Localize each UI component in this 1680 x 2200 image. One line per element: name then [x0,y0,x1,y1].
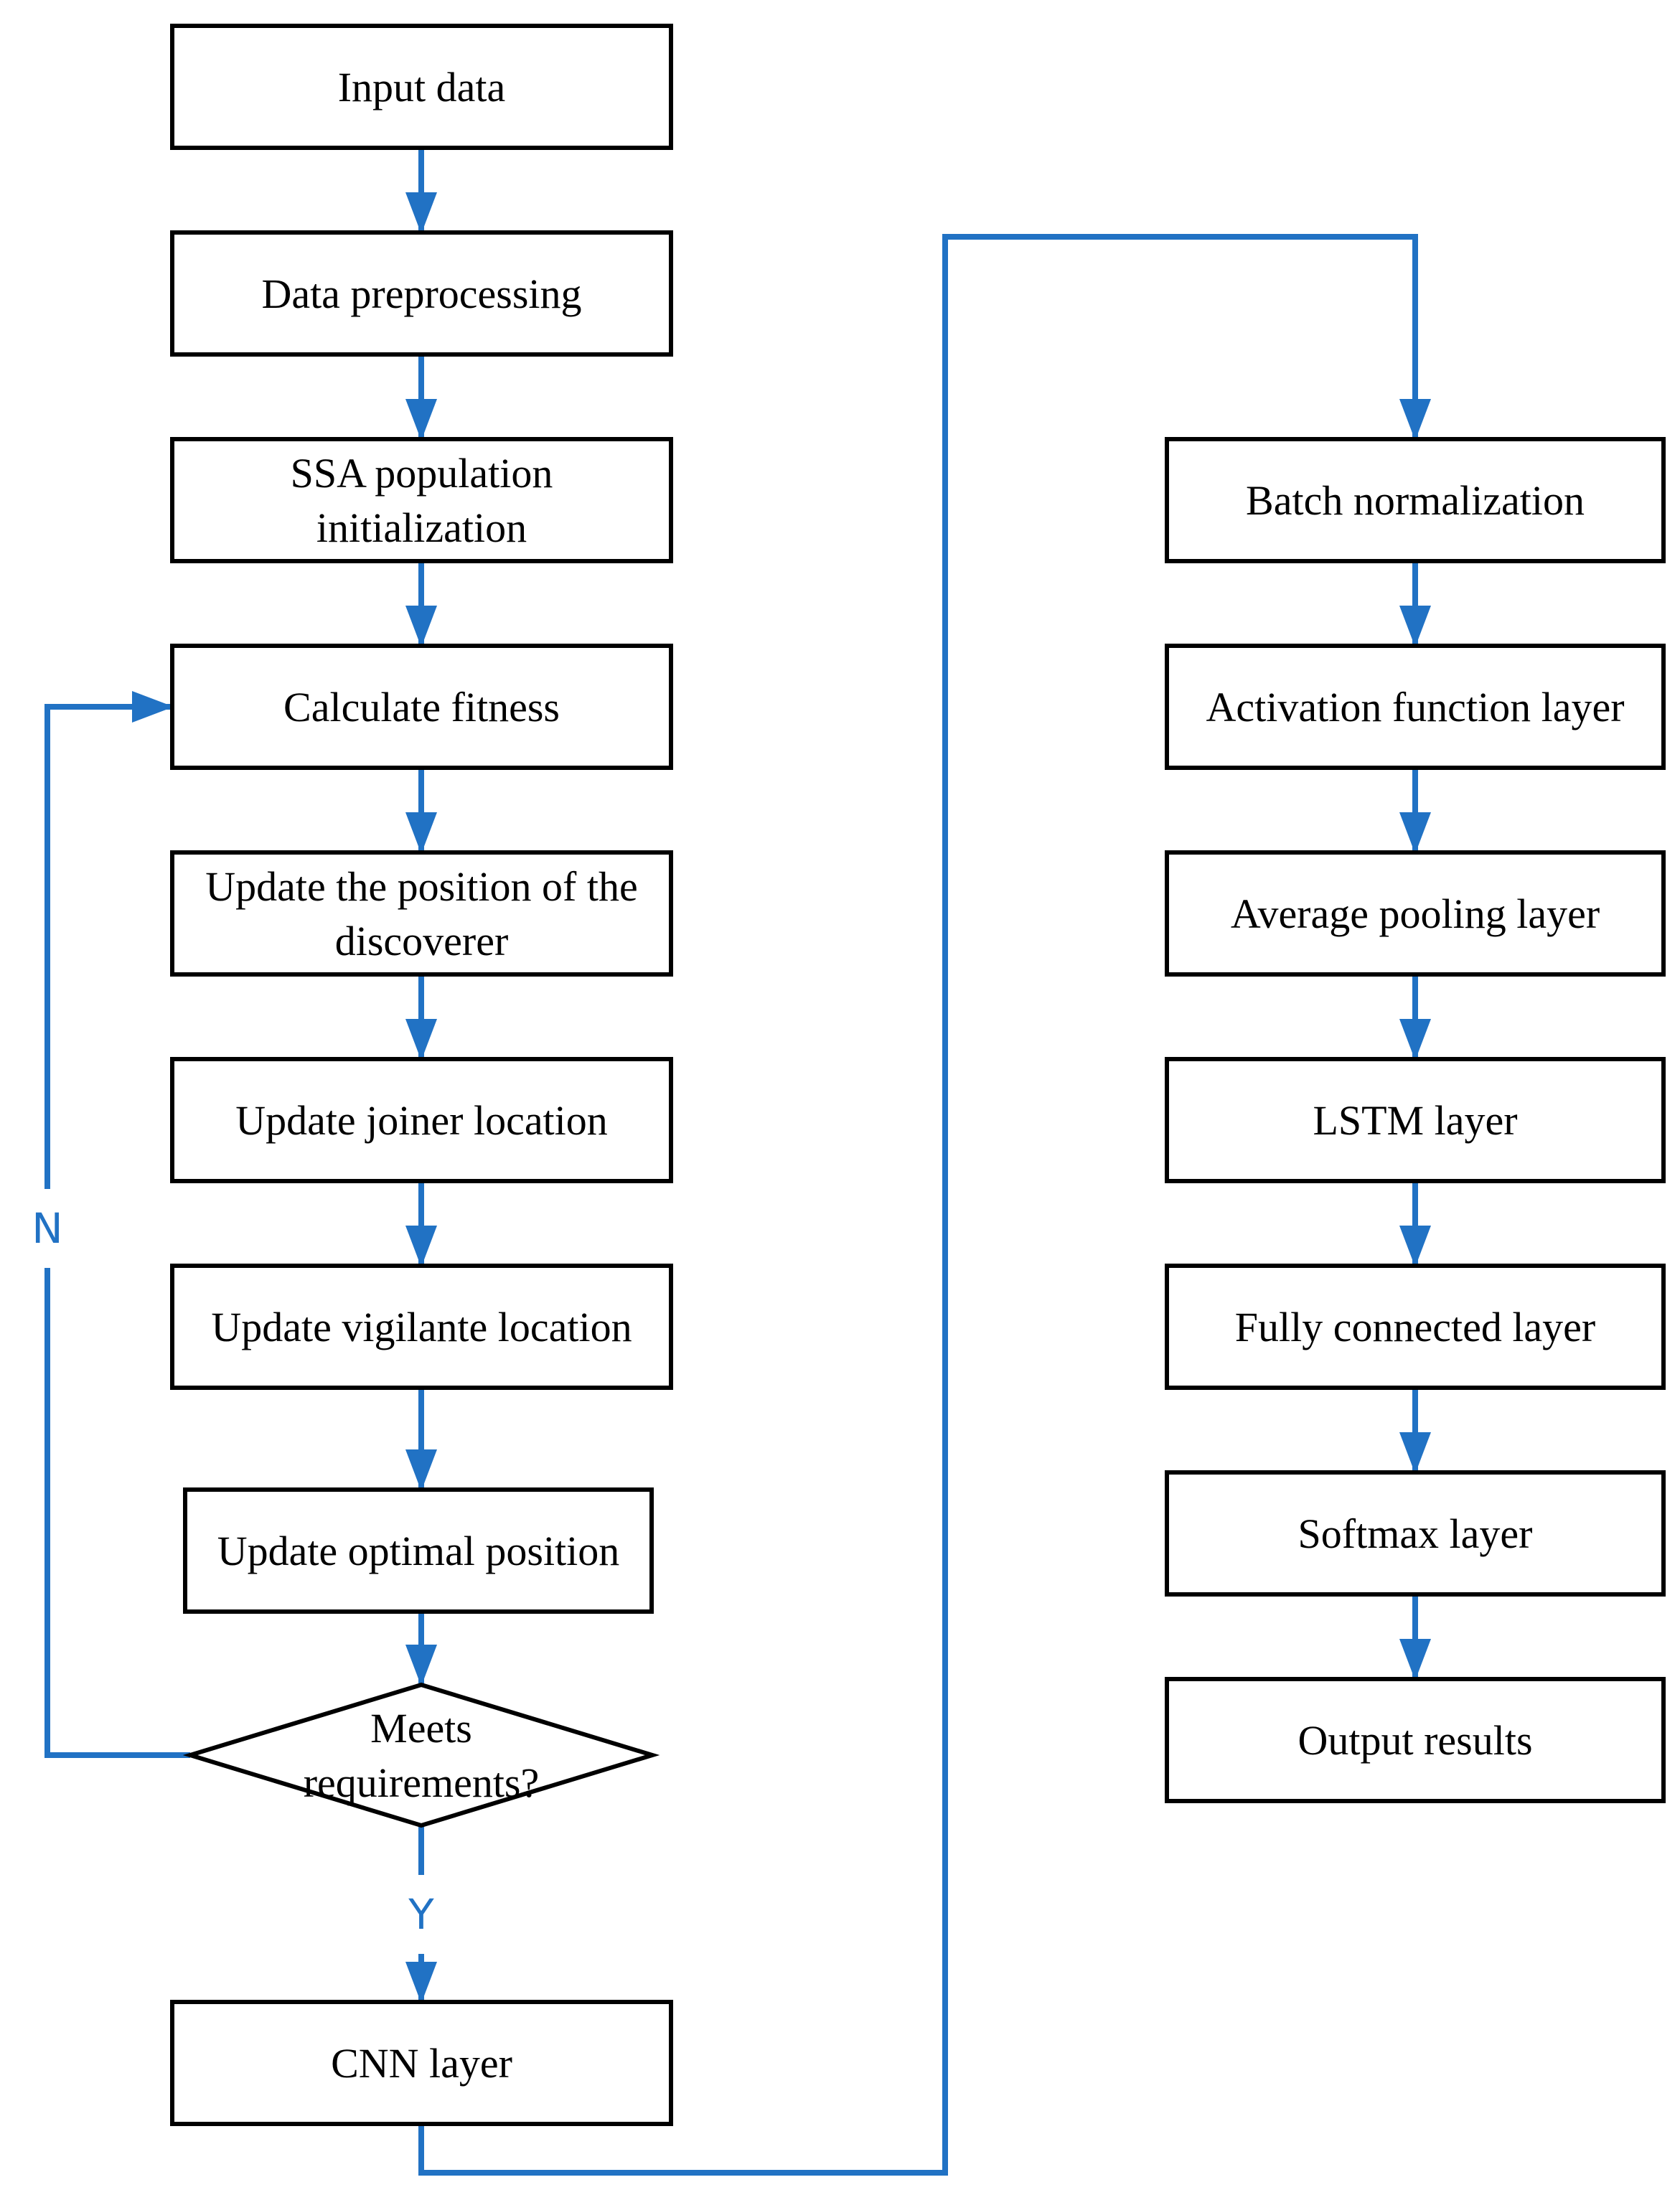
activation-function-layer-label: Activation function layer [1206,684,1624,730]
average-pooling-layer-label: Average pooling layer [1231,890,1600,937]
update-joiner-location-label: Update joiner location [235,1097,608,1144]
node-calculate-fitness: Calculate fitness [170,644,673,770]
node-batch-normalization: Batch normalization [1165,437,1666,563]
cnn-layer-label: CNN layer [331,2040,512,2087]
data-preprocessing-label-line: Data preprocessing [261,271,581,317]
node-ssa-population-initialization: SSA population initialization [170,437,673,563]
ssa-population-initialization-box [170,437,673,563]
meets-requirements-label-line: requirements? [304,1759,540,1806]
activation-function-layer-label-line: Activation function layer [1206,684,1624,730]
node-cnn-layer: CNN layer [170,2000,673,2126]
update-vigilante-location-label: Update vigilante location [211,1304,632,1350]
batch-normalization-label-line: Batch normalization [1246,477,1585,524]
node-softmax-layer: Softmax layer [1165,1470,1666,1597]
input-data-label-line: Input data [338,64,506,111]
output-results-box [1165,1677,1666,1803]
edge-label-layer: NY [26,1189,443,1954]
connector-cnn-to-batchnorm [418,234,1431,2176]
output-results-label: Output results [1297,1717,1532,1764]
node-average-pooling-layer: Average pooling layer [1165,850,1666,977]
node-update-joiner-location: Update joiner location [170,1057,673,1183]
update-optimal-position-label-line: Update optimal position [217,1528,620,1574]
input-data-label: Input data [338,64,506,111]
softmax-layer-box [1165,1470,1666,1597]
node-output-results: Output results [1165,1677,1666,1803]
update-joiner-location-box [170,1057,673,1183]
node-data-preprocessing: Data preprocessing [170,230,673,357]
calculate-fitness-label-line: Calculate fitness [283,684,560,730]
output-results-label-line: Output results [1297,1717,1532,1764]
average-pooling-layer-box [1165,850,1666,977]
data-preprocessing-box [170,230,673,357]
meets-requirements-label-line: Meets [370,1705,472,1752]
lstm-layer-box [1165,1057,1666,1183]
ssa-population-initialization-label-line: SSA population [291,450,553,497]
softmax-layer-label-line: Softmax layer [1298,1510,1533,1557]
node-lstm-layer: LSTM layer [1165,1057,1666,1183]
cnn-layer-box [170,2000,673,2126]
ssa-population-initialization-label-line: initialization [316,504,527,551]
update-discoverer-position-box [170,850,673,977]
meets-requirements-diamond [182,1682,660,1828]
softmax-layer-label: Softmax layer [1298,1510,1533,1557]
node-update-optimal-position: Update optimal position [183,1487,654,1614]
cnn-layer-label-line: CNN layer [331,2040,512,2087]
node-fully-connected-layer: Fully connected layer [1165,1264,1666,1390]
update-optimal-position-label: Update optimal position [217,1528,620,1574]
fully-connected-layer-box [1165,1264,1666,1390]
decision-yes-label-backing [400,1875,443,1954]
fully-connected-layer-label: Fully connected layer [1235,1304,1596,1350]
input-data-box [170,24,673,150]
lstm-layer-label: LSTM layer [1313,1097,1517,1144]
update-vigilante-location-label-line: Update vigilante location [211,1304,632,1350]
data-preprocessing-label: Data preprocessing [261,271,581,317]
calculate-fitness-box [170,644,673,770]
update-joiner-location-label-line: Update joiner location [235,1097,608,1144]
node-input-data: Input data [170,24,673,150]
node-update-vigilante-location: Update vigilante location [170,1264,673,1390]
fully-connected-layer-label-line: Fully connected layer [1235,1304,1596,1350]
batch-normalization-label: Batch normalization [1246,477,1585,524]
update-optimal-position-box [183,1487,654,1614]
decision-yes-label: Y [408,1890,434,1939]
node-update-discoverer-position: Update the position of the discoverer [170,850,673,977]
update-discoverer-position-label-line: Update the position of the [205,863,637,910]
lstm-layer-label-line: LSTM layer [1313,1097,1517,1144]
decision-no-label-backing [26,1189,69,1268]
ssa-population-initialization-label: SSA population initialization [291,450,553,551]
average-pooling-layer-label-line: Average pooling layer [1231,890,1600,937]
node-meets-requirements: Meets requirements? [182,1682,660,1828]
connector-layer [44,148,1431,2176]
activation-function-layer-box [1165,644,1666,770]
update-vigilante-location-box [170,1264,673,1390]
batch-normalization-box [1165,437,1666,563]
decision-no-label: N [32,1204,62,1253]
meets-requirements-label: Meets requirements? [304,1705,540,1806]
node-activation-function-layer: Activation function layer [1165,644,1666,770]
update-discoverer-position-label-line: discoverer [335,918,509,964]
calculate-fitness-label: Calculate fitness [283,684,560,730]
update-discoverer-position-label: Update the position of the discoverer [205,863,637,964]
